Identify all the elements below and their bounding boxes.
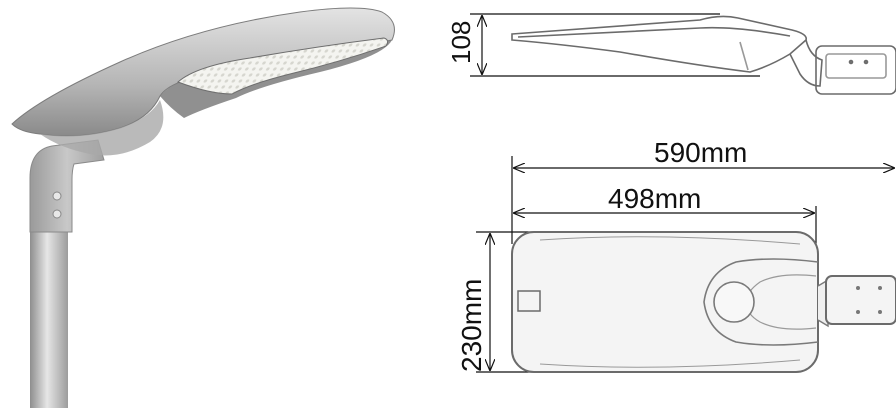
top-view-bolt-icon [878, 310, 882, 314]
top-view-bolt-icon [856, 286, 860, 290]
side-view-lens [739, 41, 749, 71]
top-view-knob [713, 281, 755, 323]
overall-length-dimension [511, 156, 894, 244]
arm-bolt-icon [52, 209, 62, 219]
body-length-label: 498mm [608, 183, 701, 214]
housing-lower [40, 100, 164, 156]
pole [30, 228, 68, 408]
top-view-mount [825, 275, 896, 325]
top-view-bolt-icon [856, 310, 860, 314]
top-view-inner-edge [539, 236, 801, 245]
overall-length-label: 590mm [654, 137, 747, 168]
streetlight-photo [11, 7, 395, 408]
top-view-body [511, 231, 819, 373]
mounting-arm [29, 139, 105, 233]
led-panel [177, 37, 389, 95]
top-view-bolt-icon [878, 286, 882, 290]
side-view-drawing [511, 15, 896, 95]
width-label: 230mm [456, 279, 487, 372]
top-view-tab [517, 290, 541, 312]
side-view-bracket [789, 39, 823, 87]
side-view-bolt-icon [863, 59, 869, 65]
top-view-cover [703, 258, 819, 346]
side-view-bolt-icon [848, 59, 854, 65]
height-label: 108 [446, 21, 476, 64]
side-view-mount [815, 45, 896, 95]
arm-bolt-icon [52, 191, 62, 201]
top-view-drawing [511, 231, 896, 373]
top-view-inner-edge [539, 359, 801, 368]
side-view-inner-line [517, 26, 791, 38]
side-view-body [511, 15, 808, 73]
side-view-mount-inner [825, 53, 887, 79]
height-dimension [470, 13, 760, 77]
